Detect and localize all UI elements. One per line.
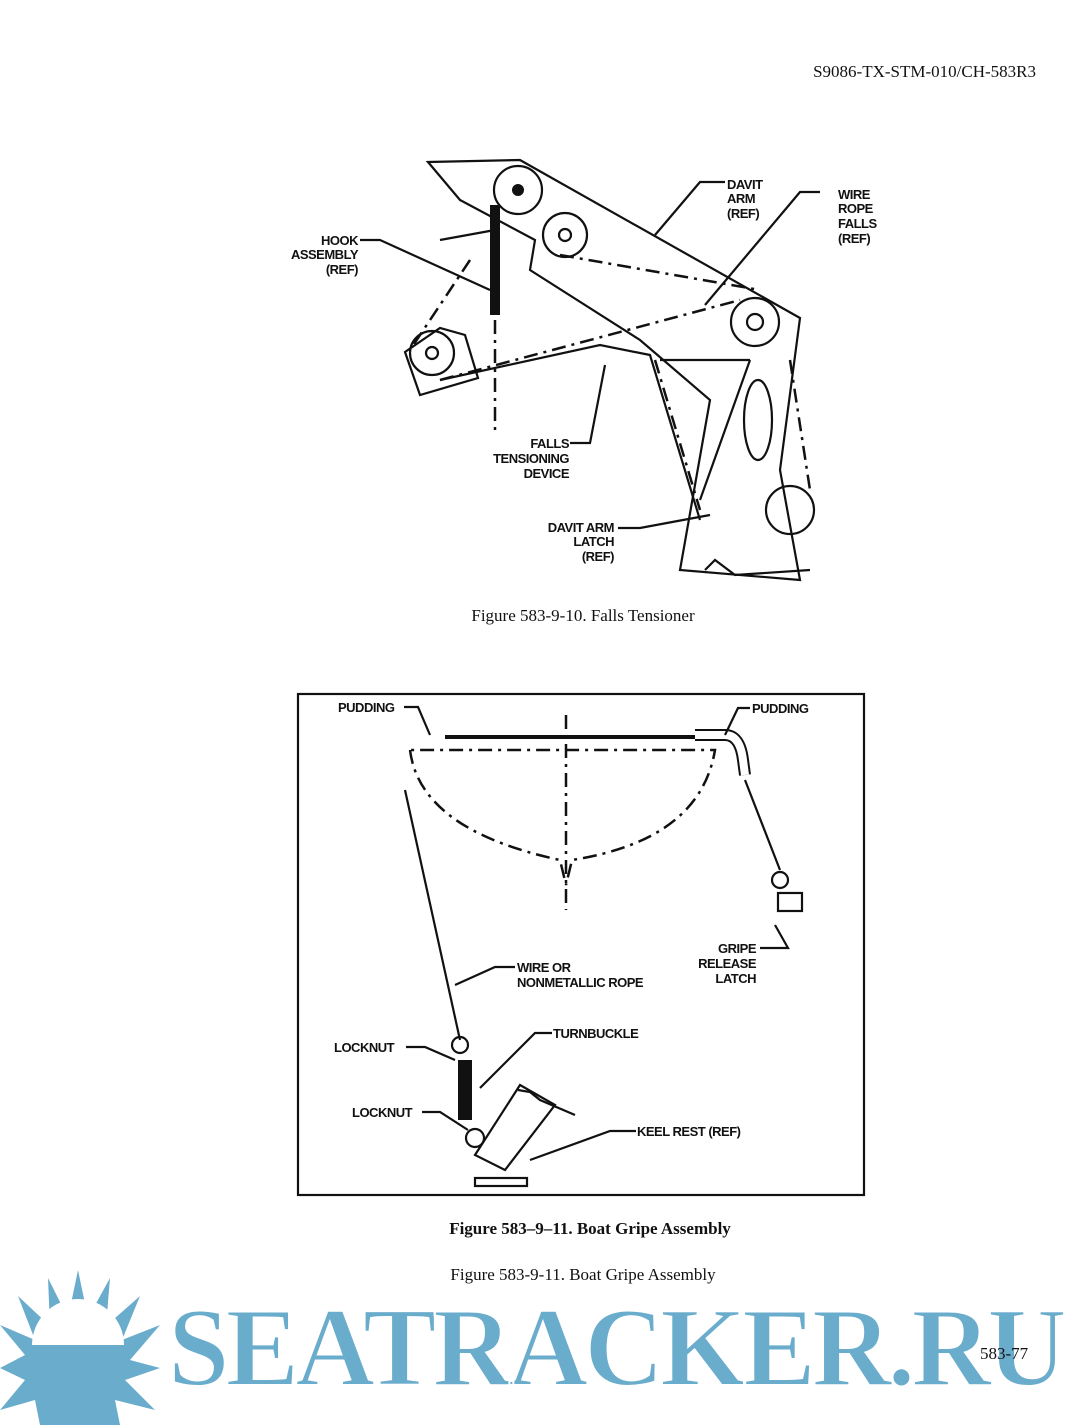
page-number: 583-77: [980, 1344, 1029, 1363]
label-wire-rope-falls: ROPE: [838, 201, 874, 216]
sun-icon: [0, 1270, 160, 1425]
label-hook-assembly: ASSEMBLY: [291, 247, 359, 262]
boat-gripe-drawing: [296, 692, 866, 1197]
label-turnbuckle: TURNBUCKLE: [553, 1026, 639, 1041]
watermark-text: SEATRACKER.RU: [168, 1286, 1065, 1410]
label-davit-arm: (REF): [727, 206, 759, 221]
label-davit-arm: ARM: [727, 191, 755, 206]
label-wire-rope-falls: FALLS: [838, 216, 877, 231]
embedded-figure-caption: Figure 583–9–11. Boat Gripe Assembly: [449, 1219, 731, 1238]
label-falls-tensioning-device: DEVICE: [524, 466, 570, 481]
figure1-caption: Figure 583-9-10. Falls Tensioner: [471, 606, 695, 625]
label-davit-arm-latch: (REF): [582, 549, 614, 564]
watermark-logo: SEATRACKER.RU: [0, 1270, 1070, 1425]
label-hook-assembly: (REF): [326, 262, 358, 277]
falls-tensioner-drawing: [360, 158, 820, 582]
label-locknut-top: LOCKNUT: [334, 1040, 395, 1055]
document-id: S9086-TX-STM-010/CH-583R3: [813, 62, 1036, 81]
label-falls-tensioning-device: FALLS: [530, 436, 569, 451]
label-gripe-release-latch: GRIPE: [718, 941, 757, 956]
label-locknut-bottom: LOCKNUT: [352, 1105, 413, 1120]
label-wire-rope-falls: WIRE: [838, 187, 871, 202]
label-hook-assembly: HOOK: [321, 233, 359, 248]
label-gripe-release-latch: RELEASE: [698, 956, 757, 971]
figure2-labels: PUDDING PUDDING WIRE OR NONMETALLIC ROPE…: [334, 700, 809, 1238]
figure2-caption: Figure 583-9-11. Boat Gripe Assembly: [450, 1265, 716, 1284]
label-davit-arm-latch: LATCH: [573, 534, 614, 549]
label-rope: WIRE OR: [517, 960, 572, 975]
label-keel-rest: KEEL REST (REF): [637, 1124, 741, 1139]
label-falls-tensioning-device: TENSIONING: [493, 451, 569, 466]
label-davit-arm-latch: DAVIT ARM: [548, 520, 614, 535]
label-davit-arm: DAVIT: [727, 177, 763, 192]
label-pudding-left: PUDDING: [338, 700, 395, 715]
label-rope: NONMETALLIC ROPE: [517, 975, 644, 990]
label-wire-rope-falls: (REF): [838, 231, 870, 246]
label-gripe-release-latch: LATCH: [715, 971, 756, 986]
figure1-labels: DAVIT ARM (REF) WIRE ROPE FALLS (REF) HO…: [291, 177, 878, 564]
label-pudding-right: PUDDING: [752, 701, 809, 716]
